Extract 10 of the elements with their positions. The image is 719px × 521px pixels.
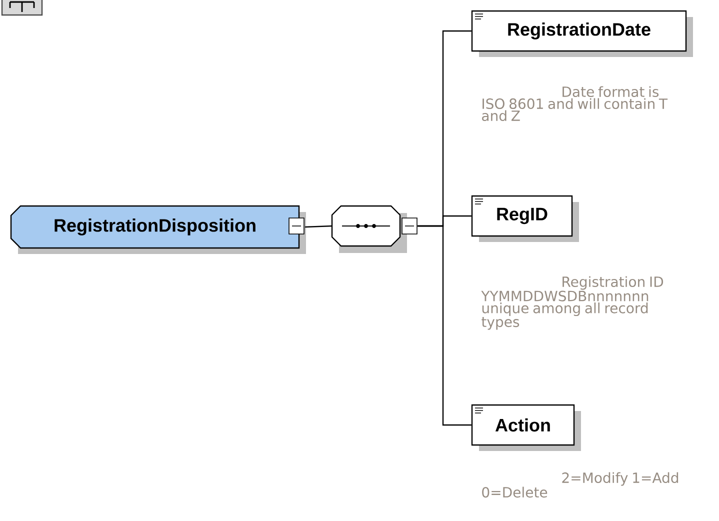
annotation-text: Date format is ISO 8601 and will contain T and Z	[482, 86, 668, 122]
element-box: RegistrationDate	[471, 10, 693, 57]
element-box: RegID	[471, 195, 579, 242]
connector-line	[304, 225, 332, 228]
element-box: Action	[471, 404, 581, 451]
element-box: RegistrationDisposition	[10, 205, 306, 254]
annotation-text: Registration ID YYMMDDWSDBnnnnnnn unique among all record types	[481, 276, 664, 330]
connector-line	[418, 225, 472, 426]
sequence-symbol	[331, 205, 418, 253]
annotation-text: 2=Modify 1=Add 0=Delete	[482, 472, 678, 498]
